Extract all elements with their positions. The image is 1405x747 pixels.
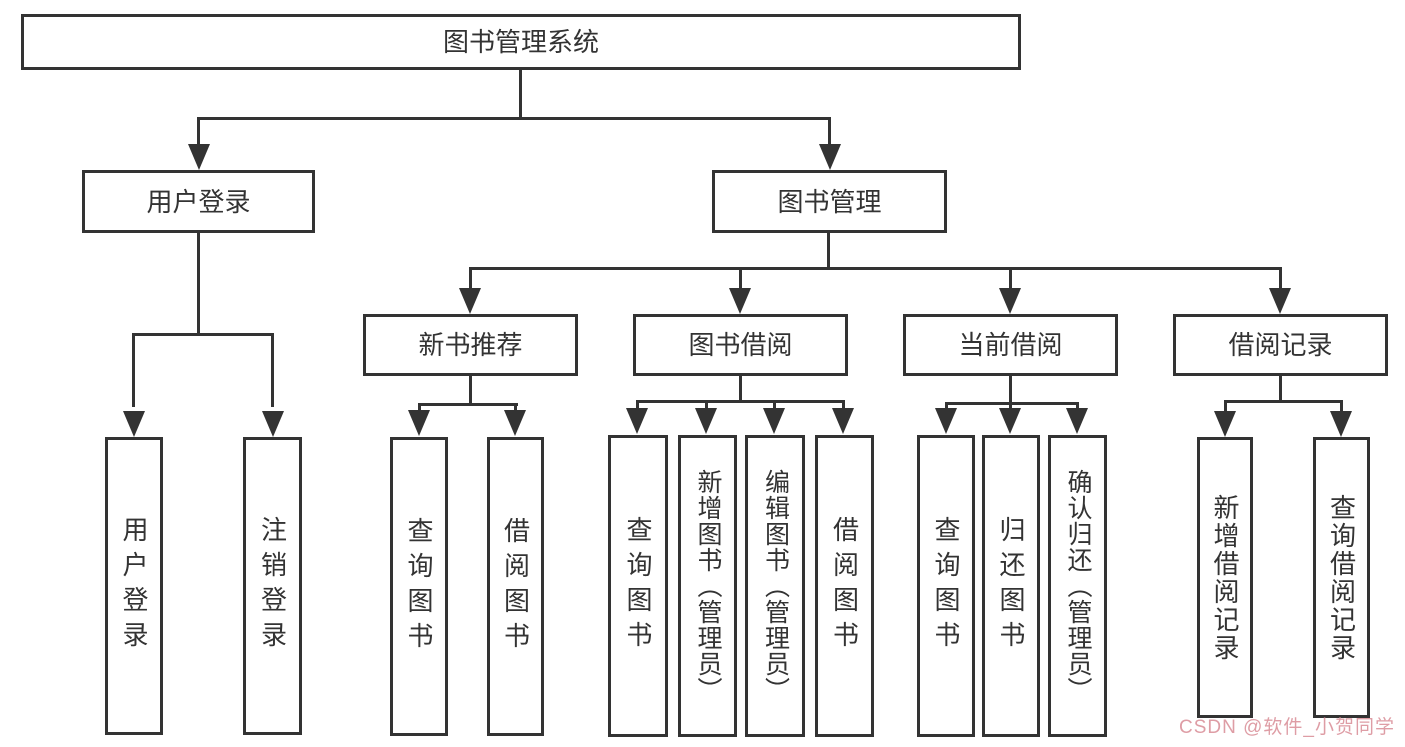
arrowhead-down-icon [819,144,841,170]
connector-line [197,117,200,147]
leaf-borrow-books: 借阅图书 [815,435,874,737]
leaf-label: 查询图书 [931,516,961,656]
connector-line [1279,376,1282,403]
connector-line [514,403,517,413]
arrowhead-down-icon [1214,411,1236,437]
leaf-query-books-borrowing: 查询图书 [608,435,668,737]
arrowhead-down-icon [999,408,1021,434]
connector-line [1009,267,1012,291]
node-library-system: 图书管理系统 [21,14,1021,70]
leaf-add-borrow-record: 新增借阅记录 [1197,437,1253,718]
connector-line [827,233,830,270]
arrowhead-down-icon [123,411,145,437]
csdn-watermark: CSDN @软件_小贺同学 [1179,717,1395,738]
connector-line [418,403,421,413]
connector-line [197,117,831,120]
leaf-logout: 注销登录 [243,437,302,735]
connector-line [1279,267,1282,291]
arrowhead-down-icon [626,408,648,434]
arrowhead-down-icon [262,411,284,437]
arrowhead-down-icon [188,144,210,170]
connector-line [469,267,472,291]
leaf-label: 借阅图书 [500,516,531,657]
connector-line [842,400,845,410]
connector-line [636,400,845,403]
leaf-edit-books-admin: 编辑图书（管理员） [745,435,805,737]
connector-line [132,333,135,407]
arrowhead-down-icon [504,410,526,436]
connector-line [773,400,776,410]
connector-line [197,233,200,335]
node-current-borrowing: 当前借阅 [903,314,1118,376]
leaf-add-books-admin: 新增图书（管理员） [678,435,737,737]
leaf-label: 查询图书 [623,516,653,656]
connector-line [1009,402,1012,410]
leaf-label: 确认归还（管理员） [1064,469,1092,703]
leaf-label: 查询借阅记录 [1326,493,1357,662]
node-book-management: 图书管理 [712,170,947,233]
connector-line [828,117,831,147]
leaf-query-books-recommend: 查询图书 [390,437,448,736]
arrowhead-down-icon [763,408,785,434]
node-borrowing-records: 借阅记录 [1173,314,1388,376]
leaf-borrow-books-recommend: 借阅图书 [487,437,544,736]
connector-line [636,400,639,410]
arrowhead-down-icon [408,410,430,436]
connector-line [1009,376,1012,405]
connector-line [1076,402,1079,410]
connector-line [469,267,1282,270]
node-user-login: 用户登录 [82,170,315,233]
node-book-borrowing: 图书借阅 [633,314,848,376]
connector-line [1340,400,1343,413]
node-new-book-recommendation: 新书推荐 [363,314,578,376]
connector-line [418,403,518,406]
leaf-query-books-current: 查询图书 [917,435,975,737]
connector-line [469,376,472,406]
leaf-label: 编辑图书（管理员） [761,469,790,703]
connector-line [945,402,1079,405]
arrowhead-down-icon [1330,411,1352,437]
leaf-label: 借阅图书 [829,516,860,656]
leaf-label: 查询图书 [404,516,434,657]
connector-line [705,400,708,410]
arrowhead-down-icon [935,408,957,434]
arrowhead-down-icon [695,408,717,434]
arrowhead-down-icon [459,288,481,314]
connector-line [132,333,274,336]
leaf-return-books: 归还图书 [982,435,1040,737]
leaf-query-borrow-record: 查询借阅记录 [1313,437,1370,718]
arrowhead-down-icon [1269,288,1291,314]
leaf-confirm-return-admin: 确认归还（管理员） [1048,435,1107,737]
connector-line [945,402,948,410]
connector-line [271,333,274,407]
arrowhead-down-icon [999,288,1021,314]
connector-line [739,376,742,403]
arrowhead-down-icon [1066,408,1088,434]
arrowhead-down-icon [832,408,854,434]
leaf-label: 用户登录 [119,516,149,656]
connector-line [519,70,522,118]
leaf-label: 归还图书 [996,516,1026,656]
leaf-label: 新增借阅记录 [1210,493,1240,662]
leaf-user-login: 用户登录 [105,437,163,735]
arrowhead-down-icon [729,288,751,314]
leaf-label: 注销登录 [257,516,288,656]
connector-line [1224,400,1343,403]
connector-line [1224,400,1227,413]
leaf-label: 新增图书（管理员） [694,469,722,703]
connector-line [739,267,742,291]
